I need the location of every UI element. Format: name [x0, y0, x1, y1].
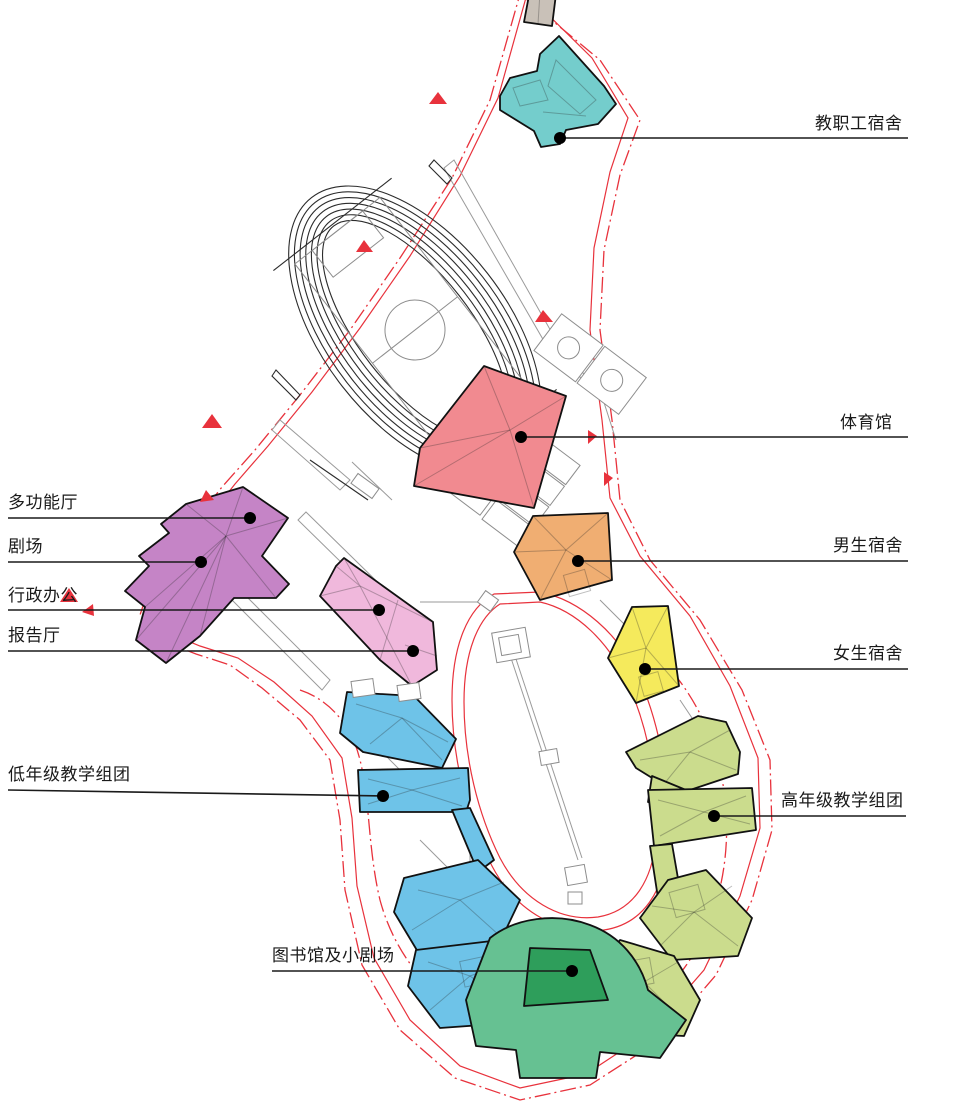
leader-dot-theater	[195, 556, 207, 568]
building-boys-dormitory[interactable]	[513, 512, 613, 601]
leader-dot-gymnasium	[515, 431, 527, 443]
annotation-gymnasium[interactable]: 体育馆	[515, 413, 908, 443]
annotation-admin-office[interactable]: 行政办公	[8, 586, 385, 616]
annotation-lower-grade-cluster[interactable]: 低年级教学组团	[7, 765, 389, 802]
entry-arrow-east-lower	[604, 472, 613, 486]
library-core-footprint[interactable]	[523, 947, 609, 1007]
annotation-multifunction-hall[interactable]: 多功能厅	[8, 493, 256, 524]
entry-arrow-admin	[60, 588, 78, 602]
entry-arrow-southwest	[200, 490, 214, 502]
annotation-upper-grade-cluster[interactable]: 高年级教学组团	[708, 791, 906, 822]
label-gymnasium: 体育馆	[840, 413, 893, 432]
entry-arrow-markers	[60, 92, 613, 616]
building-multifunction-theater[interactable]	[124, 486, 290, 664]
label-admin-office: 行政办公	[8, 586, 78, 605]
building-gymnasium[interactable]	[413, 365, 567, 509]
building-library-small-theater[interactable]	[465, 917, 687, 1079]
label-multifunction-hall: 多功能厅	[8, 493, 78, 512]
upper-grade-block-mid[interactable]	[647, 787, 757, 847]
annotation-girls-dormitory[interactable]: 女生宿舍	[639, 644, 908, 675]
annotation-lecture-hall[interactable]: 报告厅	[8, 626, 419, 657]
annotation-theater[interactable]: 剧场	[8, 537, 207, 568]
entry-arrow-east-upper	[535, 310, 553, 322]
leader-dot-library-small-theater	[566, 965, 578, 977]
label-boys-dormitory: 男生宿舍	[833, 536, 903, 555]
label-library-small-theater: 图书馆及小剧场	[272, 946, 395, 965]
annotation-staff-dormitory[interactable]: 教职工宿舍	[554, 114, 908, 144]
gymnasium-footprint[interactable]	[413, 365, 567, 509]
annotation-right-group: 教职工宿舍 体育馆 男生宿舍 女生宿舍 高年级教学组团	[515, 114, 908, 822]
annotation-library-small-theater[interactable]: 图书馆及小剧场	[272, 946, 578, 977]
label-theater: 剧场	[8, 537, 43, 556]
entry-arrow-north	[429, 92, 447, 104]
courtyard-axis	[476, 589, 588, 905]
leader-dot-admin-office	[373, 604, 385, 616]
site-boundary-outer	[139, 0, 773, 1101]
entry-arrow-west	[202, 414, 222, 428]
leader-dot-staff-dormitory	[554, 132, 566, 144]
leader-dot-lower-grade-cluster	[377, 790, 389, 802]
admin-lecture-footprint[interactable]	[319, 557, 438, 687]
building-admin-lecture[interactable]	[319, 557, 438, 687]
leader-dot-girls-dormitory	[639, 663, 651, 675]
girls-dormitory-footprint[interactable]	[607, 605, 680, 704]
label-lecture-hall: 报告厅	[8, 626, 61, 645]
entry-arrow-northwest	[356, 240, 373, 252]
label-staff-dormitory: 教职工宿舍	[815, 114, 903, 133]
annotation-boys-dormitory[interactable]: 男生宿舍	[572, 536, 908, 567]
leader-dot-boys-dormitory	[572, 555, 584, 567]
multifunction-theater-footprint[interactable]	[124, 486, 290, 664]
staff-dormitory-footprint[interactable]	[499, 35, 617, 148]
site-boundary-inner	[149, 0, 761, 1089]
label-girls-dormitory: 女生宿舍	[833, 644, 903, 663]
label-lower-grade-cluster: 低年级教学组团	[8, 765, 131, 784]
upper-grade-block-north[interactable]	[625, 715, 741, 795]
track-side-markings	[271, 159, 453, 501]
annotation-left-group: 多功能厅 剧场 行政办公 报告厅 低年级教学组团 图书馆及小剧场	[7, 493, 578, 977]
boys-dormitory-footprint[interactable]	[513, 512, 613, 601]
building-small-top	[523, 0, 557, 27]
leader-dot-lecture-hall	[407, 645, 419, 657]
building-staff-dormitory[interactable]	[499, 35, 617, 148]
leader-dot-multifunction-hall	[244, 512, 256, 524]
lower-grade-connector[interactable]	[451, 807, 495, 873]
building-girls-dormitory[interactable]	[607, 605, 680, 704]
leader-dot-upper-grade-cluster	[708, 810, 720, 822]
leader-line-lower-grade-cluster	[7, 789, 384, 797]
upper-grade-block-south[interactable]	[639, 869, 753, 961]
label-upper-grade-cluster: 高年级教学组团	[781, 791, 904, 810]
